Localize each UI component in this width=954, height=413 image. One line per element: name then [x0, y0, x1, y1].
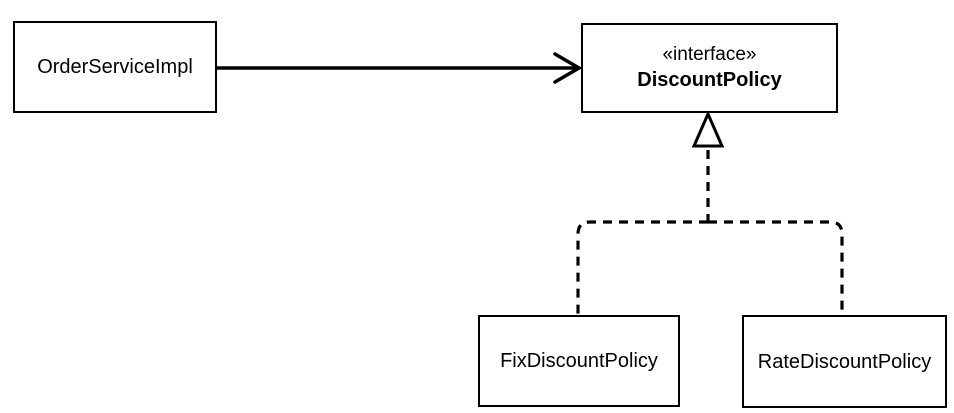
- realization-edge-rate: [708, 220, 844, 315]
- association-arrowhead-icon: [553, 52, 583, 84]
- class-node-label: RateDiscountPolicy: [757, 350, 932, 373]
- realization-triangle-icon: [691, 110, 725, 148]
- class-node-order-service-impl[interactable]: OrderServiceImpl: [13, 21, 217, 113]
- class-node-fix-discount-policy[interactable]: FixDiscountPolicy: [478, 315, 680, 407]
- interface-name-label: DiscountPolicy: [637, 69, 782, 92]
- class-node-rate-discount-policy[interactable]: RateDiscountPolicy: [742, 315, 947, 408]
- interface-node-discount-policy[interactable]: «interface» DiscountPolicy: [581, 23, 838, 113]
- interface-stereotype-label: «interface»: [662, 43, 757, 65]
- class-node-label: OrderServiceImpl: [37, 56, 193, 78]
- class-node-label: FixDiscountPolicy: [500, 350, 658, 372]
- realization-edge-fix: [576, 220, 708, 315]
